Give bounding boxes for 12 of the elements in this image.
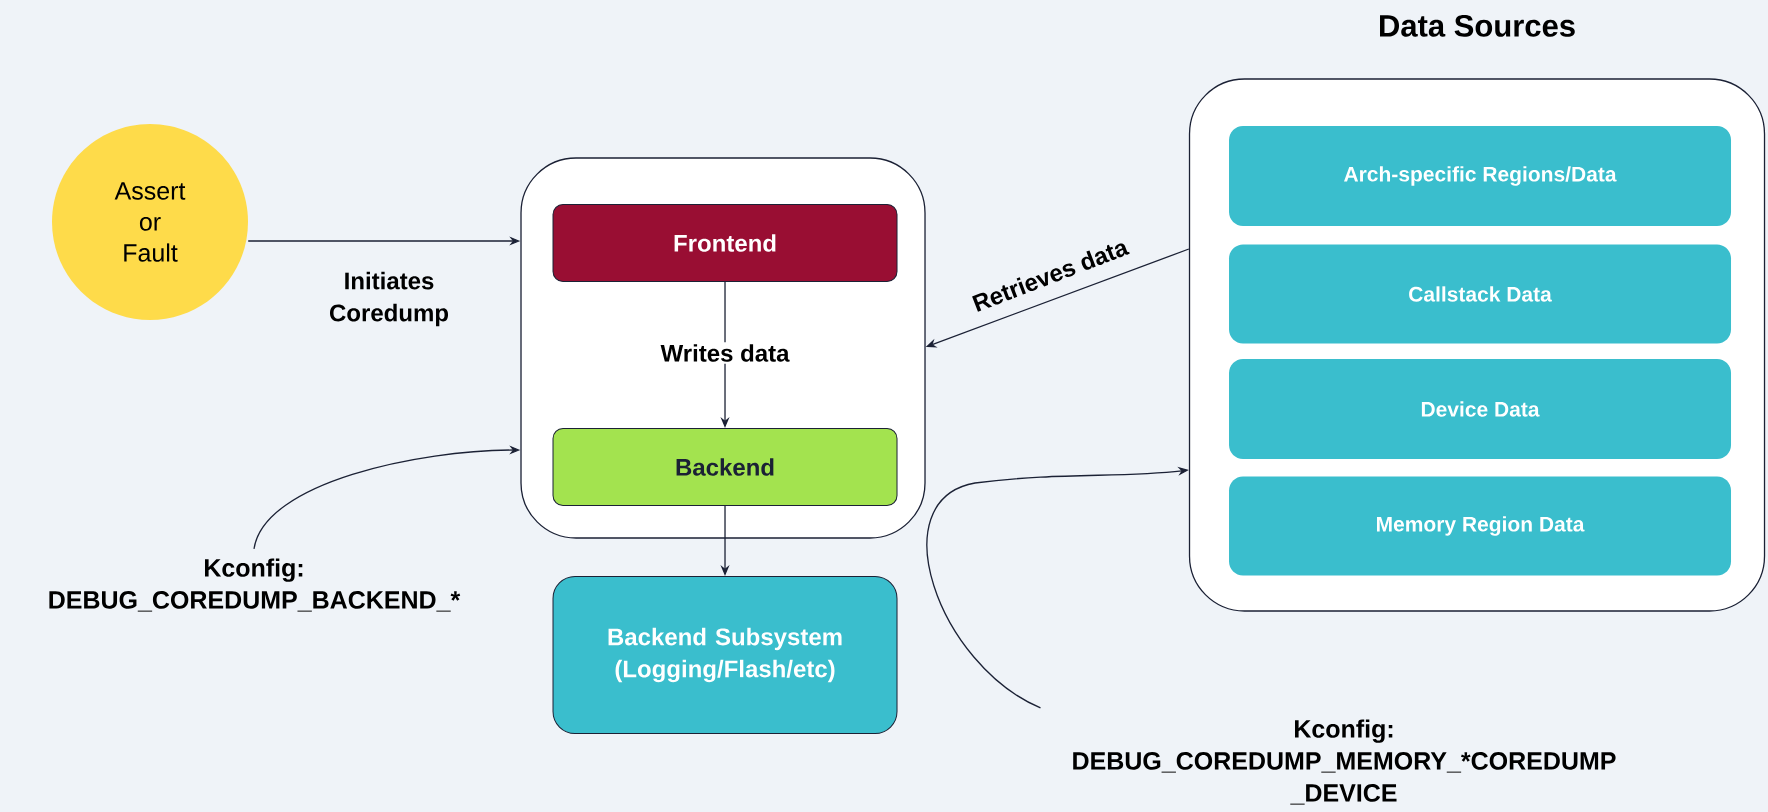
config-label: Kconfig: DEBUG_COREDUMP_MEMORY_*COREDUMP _DEVICE <box>1073 719 1616 805</box>
node-label: Data Sources <box>1380 14 1575 37</box>
config-label: Kconfig: DEBUG_COREDUMP_BACKEND_* <box>49 558 461 612</box>
data-box: Memory Region Data <box>1229 476 1731 576</box>
data-box: Arch-specific Regions/Data <box>1229 126 1731 226</box>
process-box: Backend Subsystem (Logging/Flash/etc) <box>552 576 898 734</box>
edge-label: Initiates Coredump <box>317 269 461 329</box>
process-box: Frontend <box>552 204 898 282</box>
data-box: Device Data <box>1229 359 1731 459</box>
data-box: Callstack Data <box>1229 244 1731 344</box>
process-box: Backend <box>552 428 898 506</box>
edge-label: Writes data <box>658 342 792 364</box>
